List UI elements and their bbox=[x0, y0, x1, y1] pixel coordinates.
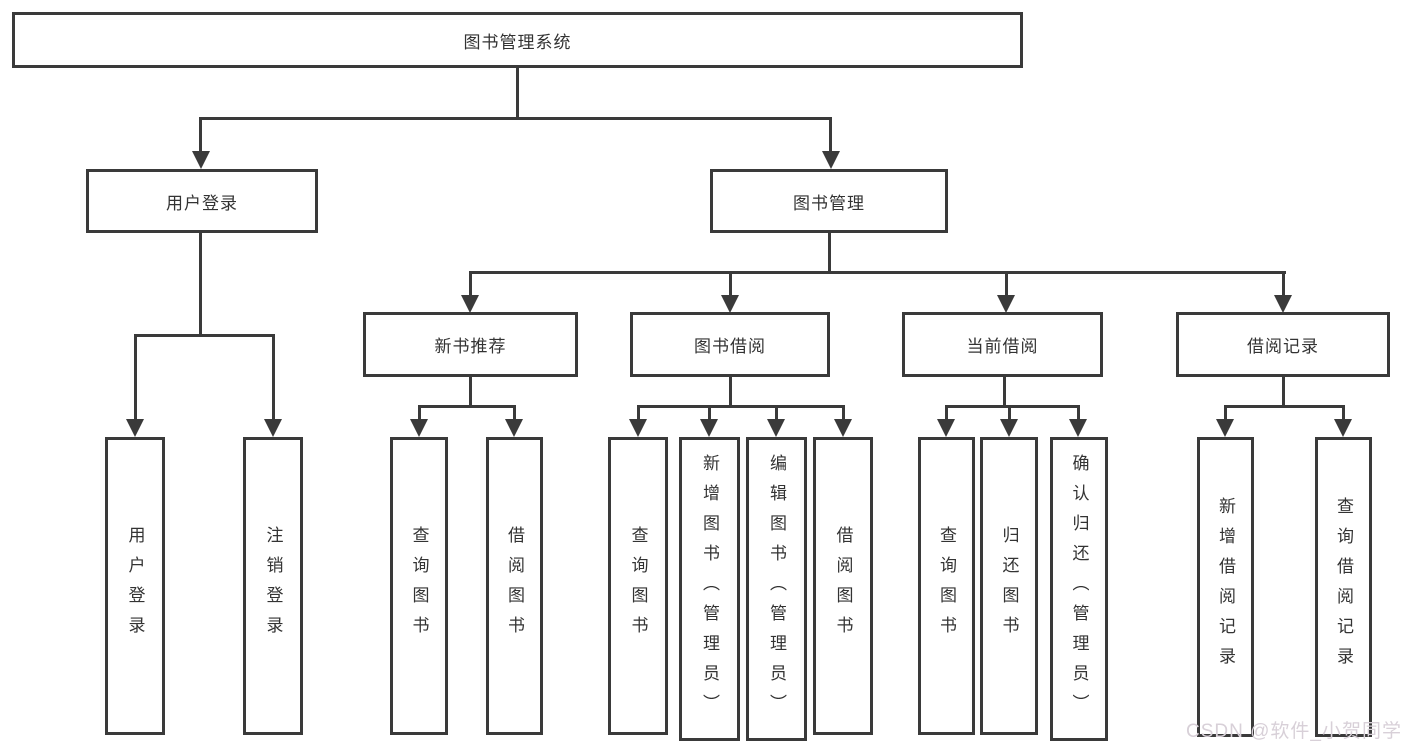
connector-line bbox=[1077, 405, 1080, 421]
arrow-down-icon bbox=[1069, 419, 1087, 437]
connector-line bbox=[945, 405, 948, 421]
connector-line bbox=[469, 377, 472, 408]
connector-line bbox=[513, 405, 516, 421]
connector-line bbox=[637, 405, 845, 408]
node-current-borrow-label: 当前借阅 bbox=[966, 337, 1039, 356]
arrow-down-icon bbox=[937, 419, 955, 437]
connector-line bbox=[1282, 377, 1285, 408]
arrow-down-icon bbox=[505, 419, 523, 437]
connector-line bbox=[199, 117, 832, 120]
leaf-borrow-books-recommend-label: 借阅图书 bbox=[505, 526, 524, 646]
leaf-logout: 注销登录 bbox=[243, 437, 303, 735]
connector-line bbox=[1224, 405, 1345, 408]
connector-line bbox=[1224, 405, 1227, 421]
arrow-down-icon bbox=[192, 151, 210, 169]
connector-line bbox=[637, 405, 640, 421]
node-book-management: 图书管理 bbox=[710, 169, 948, 233]
leaf-confirm-return-admin: 确认归还（管理员） bbox=[1050, 437, 1108, 741]
connector-line bbox=[134, 334, 137, 420]
arrow-down-icon bbox=[126, 419, 144, 437]
arrow-down-icon bbox=[834, 419, 852, 437]
node-current-borrow: 当前借阅 bbox=[902, 312, 1103, 377]
arrow-down-icon bbox=[1334, 419, 1352, 437]
connector-line bbox=[829, 117, 832, 153]
connector-line bbox=[708, 405, 711, 421]
leaf-query-books-current: 查询图书 bbox=[918, 437, 975, 735]
leaf-add-book-admin-label: 新增图书（管理员） bbox=[700, 454, 719, 724]
node-book-borrow: 图书借阅 bbox=[630, 312, 830, 377]
leaf-return-book-label: 归还图书 bbox=[999, 526, 1019, 646]
connector-line bbox=[272, 334, 275, 420]
node-user-login-label: 用户登录 bbox=[166, 193, 238, 213]
connector-line bbox=[1005, 271, 1008, 297]
node-new-book-recommend: 新书推荐 bbox=[363, 312, 578, 377]
connector-line bbox=[775, 405, 778, 421]
connector-line bbox=[1008, 405, 1011, 421]
connector-line bbox=[516, 68, 519, 117]
csdn-watermark: CSDN @软件_小贺同学 bbox=[1186, 721, 1402, 742]
leaf-add-borrow-record: 新增借阅记录 bbox=[1197, 437, 1254, 737]
leaf-query-books-current-label: 查询图书 bbox=[937, 526, 956, 646]
leaf-user-login-label: 用户登录 bbox=[125, 526, 145, 646]
leaf-query-books-recommend-label: 查询图书 bbox=[409, 526, 429, 646]
arrow-down-icon bbox=[997, 295, 1015, 313]
leaf-query-borrow-record-label: 查询借阅记录 bbox=[1334, 497, 1353, 677]
connector-line bbox=[134, 334, 275, 337]
leaf-edit-book-admin-label: 编辑图书（管理员） bbox=[767, 454, 786, 724]
leaf-confirm-return-admin-label: 确认归还（管理员） bbox=[1069, 454, 1089, 724]
arrow-down-icon bbox=[822, 151, 840, 169]
connector-line bbox=[729, 271, 732, 297]
node-user-login: 用户登录 bbox=[86, 169, 318, 233]
node-new-book-recommend-label: 新书推荐 bbox=[434, 337, 507, 356]
connector-line bbox=[945, 405, 1079, 408]
leaf-user-login: 用户登录 bbox=[105, 437, 165, 735]
connector-line bbox=[469, 271, 1286, 274]
connector-line bbox=[1342, 405, 1345, 421]
arrow-down-icon bbox=[629, 419, 647, 437]
arrow-down-icon bbox=[1216, 419, 1234, 437]
node-borrow-records-label: 借阅记录 bbox=[1247, 337, 1319, 356]
leaf-query-books-borrow: 查询图书 bbox=[608, 437, 668, 735]
arrow-down-icon bbox=[1000, 419, 1018, 437]
arrow-down-icon bbox=[461, 295, 479, 313]
leaf-borrow-books: 借阅图书 bbox=[813, 437, 873, 735]
leaf-add-book-admin: 新增图书（管理员） bbox=[679, 437, 740, 741]
leaf-query-borrow-record: 查询借阅记录 bbox=[1315, 437, 1372, 737]
arrow-down-icon bbox=[264, 419, 282, 437]
leaf-borrow-books-label: 借阅图书 bbox=[833, 526, 853, 646]
connector-line bbox=[469, 271, 472, 297]
arrow-down-icon bbox=[767, 419, 785, 437]
arrow-down-icon bbox=[410, 419, 428, 437]
connector-line bbox=[1003, 377, 1006, 408]
leaf-borrow-books-recommend: 借阅图书 bbox=[486, 437, 543, 735]
arrow-down-icon bbox=[700, 419, 718, 437]
connector-line bbox=[418, 405, 516, 408]
arrow-down-icon bbox=[721, 295, 739, 313]
arrow-down-icon bbox=[1274, 295, 1292, 313]
node-root-label: 图书管理系统 bbox=[463, 32, 572, 52]
leaf-query-books-borrow-label: 查询图书 bbox=[628, 526, 648, 646]
connector-line bbox=[199, 233, 202, 337]
connector-line bbox=[1282, 271, 1285, 297]
connector-line bbox=[842, 405, 845, 421]
leaf-return-book: 归还图书 bbox=[980, 437, 1038, 735]
leaf-logout-label: 注销登录 bbox=[263, 526, 283, 646]
node-book-management-label: 图书管理 bbox=[793, 193, 865, 213]
node-book-borrow-label: 图书借阅 bbox=[694, 337, 766, 356]
leaf-add-borrow-record-label: 新增借阅记录 bbox=[1216, 497, 1235, 677]
connector-line bbox=[199, 117, 202, 153]
connector-line bbox=[418, 405, 421, 421]
connector-line bbox=[729, 377, 732, 408]
node-borrow-records: 借阅记录 bbox=[1176, 312, 1390, 377]
leaf-query-books-recommend: 查询图书 bbox=[390, 437, 448, 735]
node-root: 图书管理系统 bbox=[12, 12, 1023, 68]
connector-line bbox=[828, 233, 831, 274]
leaf-edit-book-admin: 编辑图书（管理员） bbox=[746, 437, 807, 741]
